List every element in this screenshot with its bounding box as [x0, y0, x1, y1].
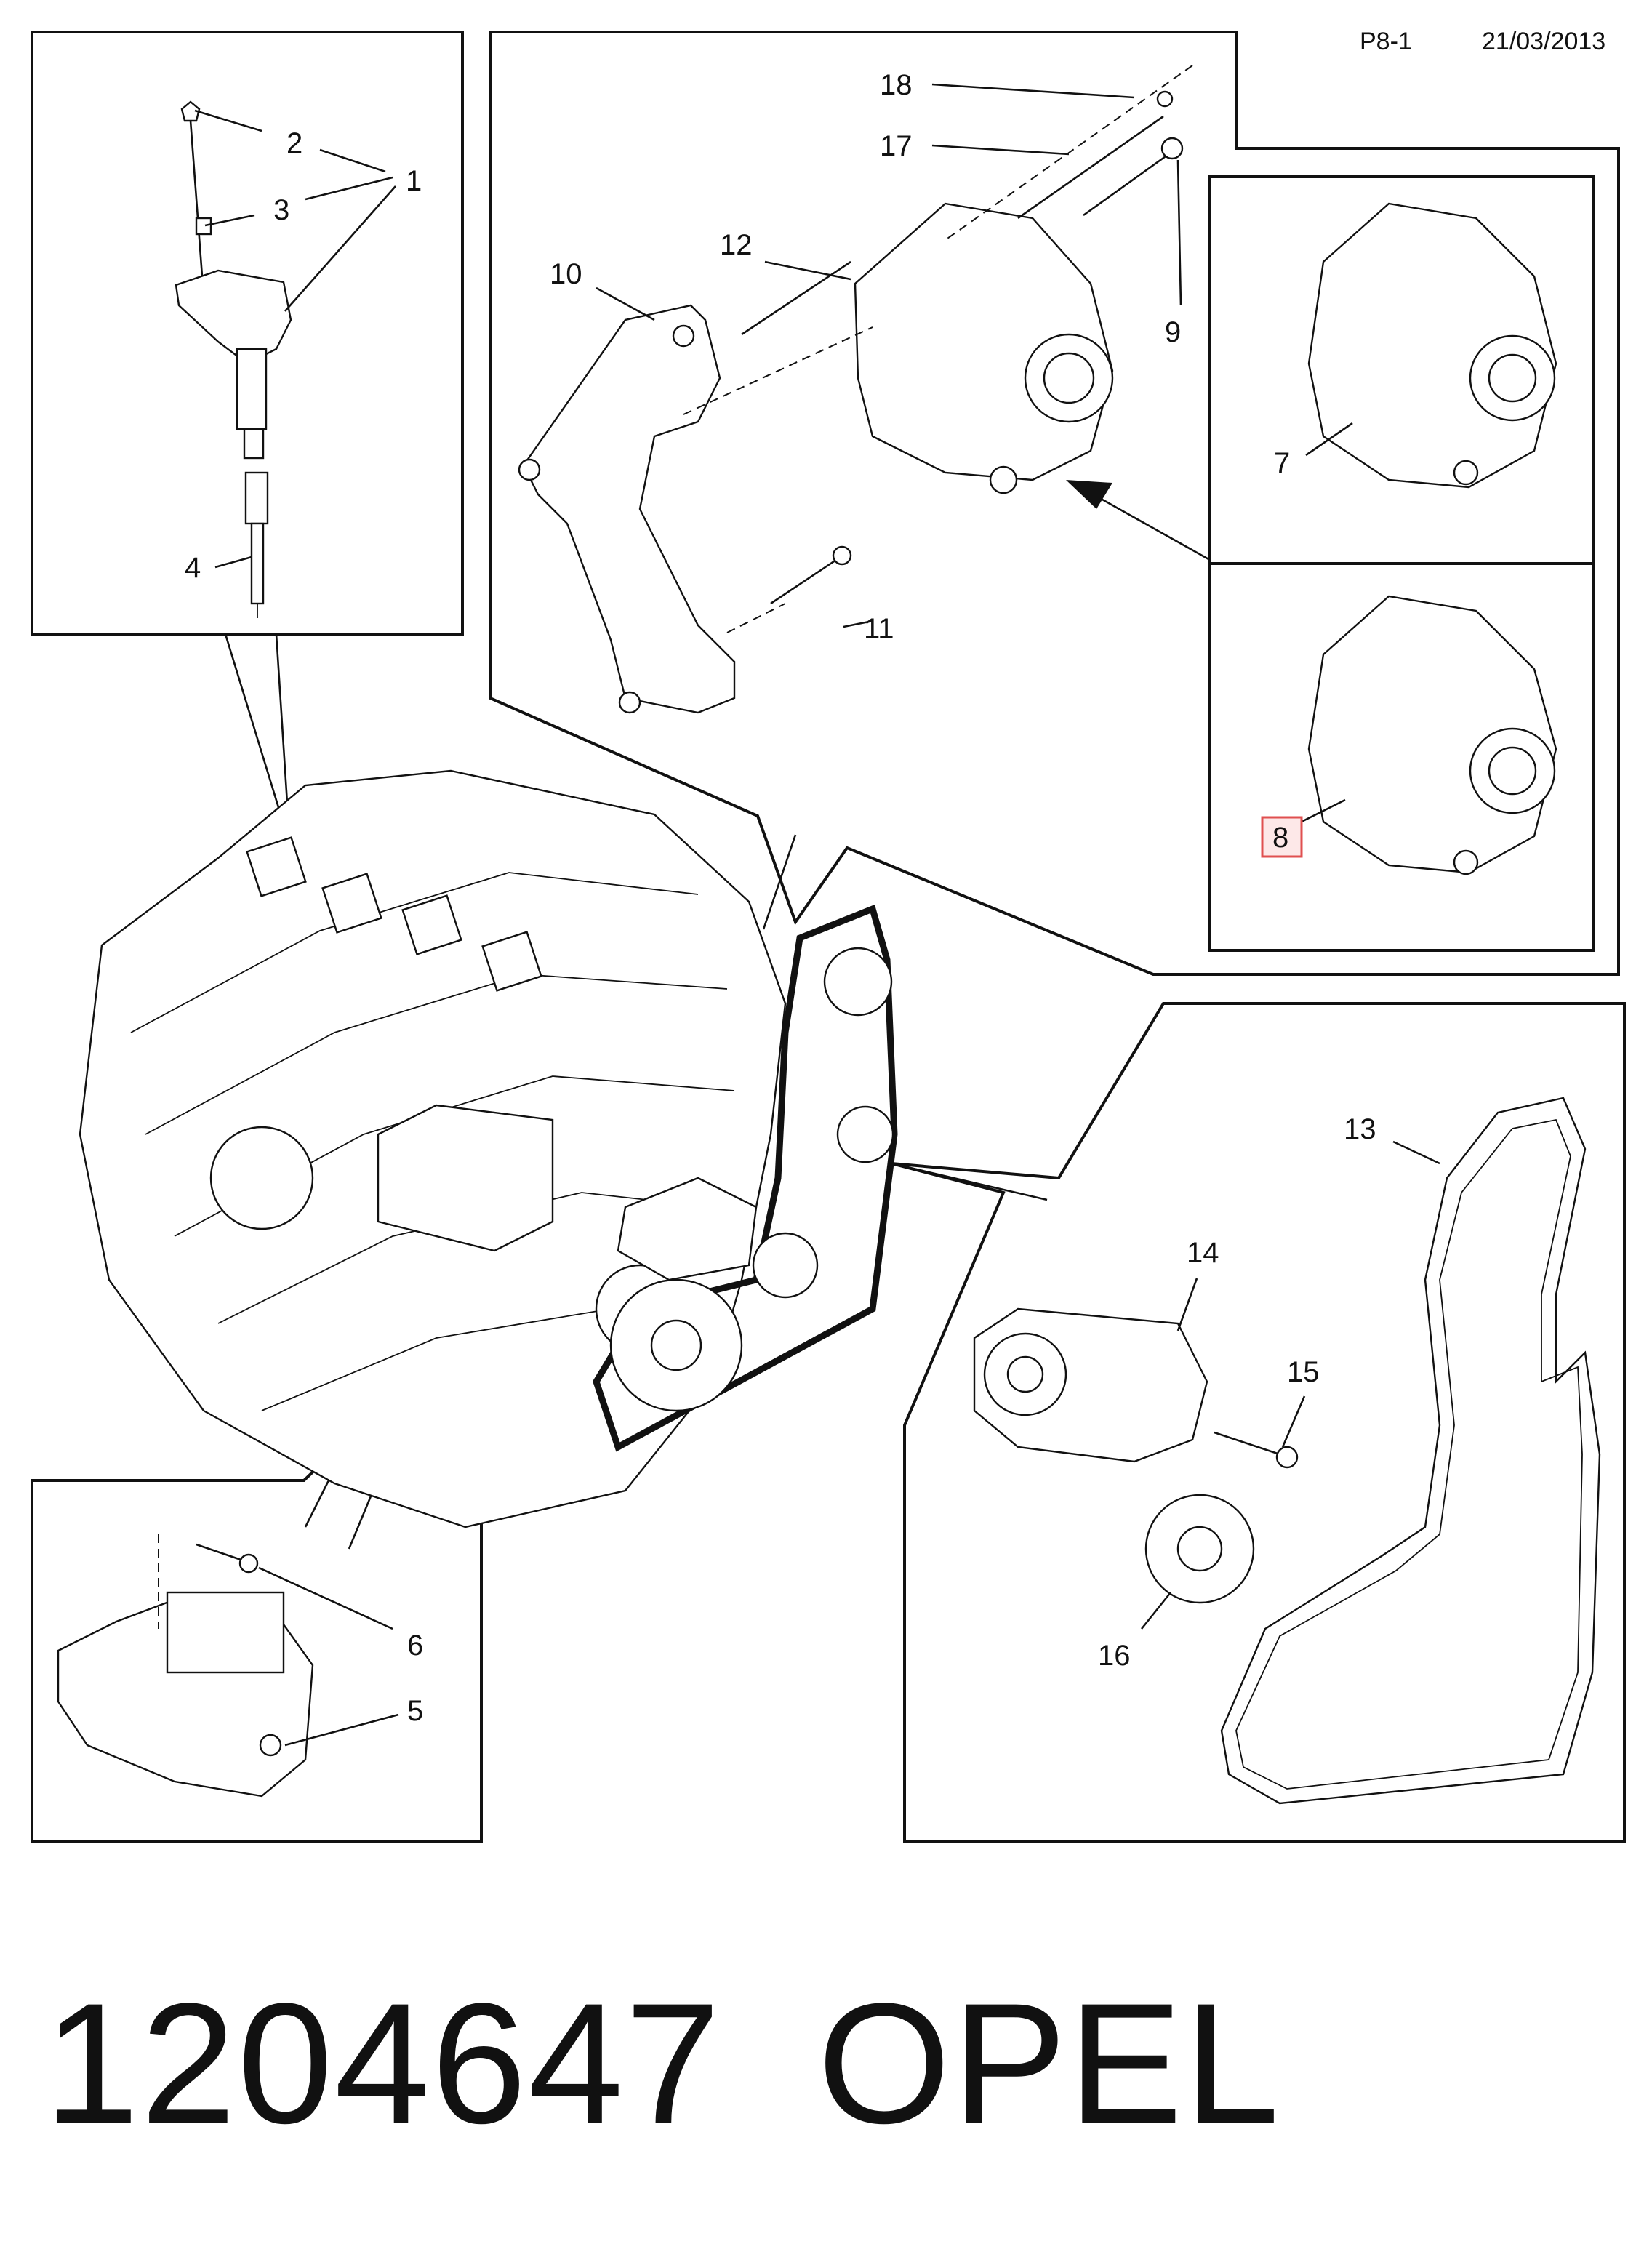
callout-leaders-starter — [258, 1566, 399, 1747]
part-number: 1204647 — [44, 1968, 722, 2160]
belt-tensioner-panel — [891, 1002, 1626, 1843]
callout-12: 12 — [720, 229, 753, 261]
callout-10: 10 — [550, 258, 582, 290]
callout-8-highlight — [1261, 816, 1303, 858]
alternator-main — [854, 202, 1114, 494]
ignition-coils-installed — [246, 836, 542, 992]
callout-15: 15 — [1287, 1356, 1320, 1388]
callout-16: 16 — [1098, 1640, 1131, 1672]
callout-17: 17 — [880, 130, 913, 162]
starter-bolt — [196, 1543, 259, 1574]
callout-7: 7 — [1274, 447, 1290, 479]
ignition-coil-panel — [31, 31, 464, 636]
callout-8: 8 — [1272, 822, 1288, 854]
callout-1: 1 — [406, 165, 422, 197]
accessory-belt-drive — [593, 904, 898, 1452]
starter-motor — [57, 1591, 314, 1798]
tensioner-bolt — [1214, 1431, 1299, 1469]
alternator-option-b — [1307, 595, 1557, 875]
callout-13: 13 — [1344, 1113, 1376, 1145]
alternator-option-a — [1307, 202, 1557, 489]
serpentine-belt — [1220, 1097, 1601, 1805]
callout-5: 5 — [407, 1695, 423, 1727]
revision-date: 21/03/2013 — [1482, 28, 1606, 55]
replacement-arrow-head — [1066, 480, 1112, 509]
replacement-arrow-shaft — [1090, 492, 1211, 561]
callout-leaders-coil — [194, 109, 396, 569]
callout-2: 2 — [286, 127, 302, 159]
callout-6: 6 — [407, 1630, 423, 1662]
alternator-option-b-panel — [1208, 562, 1595, 952]
callout-9: 9 — [1165, 316, 1181, 348]
callout-3: 3 — [273, 194, 289, 226]
starter-installed — [377, 1104, 554, 1252]
belt-tensioner — [973, 1307, 1208, 1463]
alternator-bracket-panel — [489, 31, 1620, 976]
callout-18: 18 — [880, 69, 913, 101]
idler-pulley — [1144, 1494, 1255, 1604]
ignition-coil-assembly — [175, 100, 292, 618]
callout-14: 14 — [1187, 1237, 1219, 1269]
alternator-bracket — [518, 304, 736, 714]
callout-4: 4 — [185, 552, 201, 584]
callout-11: 11 — [864, 613, 894, 645]
callout-leaders-belt — [1140, 1140, 1440, 1630]
sheet-reference: P8-1 — [1360, 28, 1412, 55]
callout-leaders-bracket — [596, 83, 1182, 628]
brand-name: OPEL — [817, 1968, 1281, 2160]
bracket-bolts — [741, 90, 1184, 605]
